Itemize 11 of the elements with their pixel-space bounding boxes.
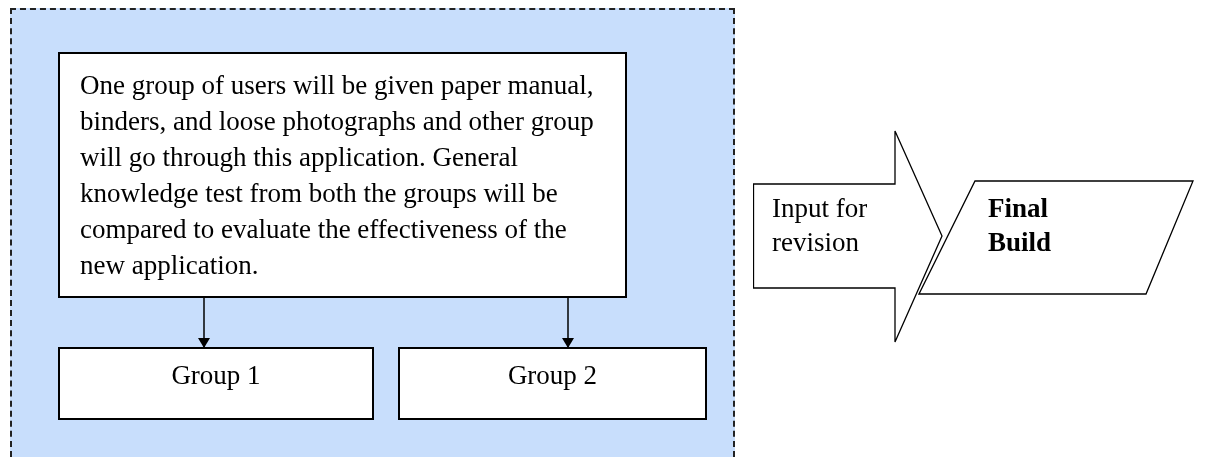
group-label: Group 2 bbox=[506, 359, 599, 392]
arrow bbox=[562, 297, 574, 348]
group-box bbox=[58, 347, 374, 420]
dashed-panel bbox=[10, 8, 735, 457]
arrow-label: Input for revision bbox=[772, 192, 869, 259]
arrow bbox=[198, 297, 210, 348]
output-label: Final Build bbox=[988, 192, 1053, 259]
text-box bbox=[58, 52, 627, 298]
group-label: Group 1 bbox=[170, 359, 262, 392]
description-text: One group of users will be given paper manual, binders, and loose photographs and other group will go through this application. General knowledge test from both the groups will be compared to evaluate the effectiveness of the new application. bbox=[79, 69, 595, 282]
group-box bbox=[398, 347, 707, 420]
